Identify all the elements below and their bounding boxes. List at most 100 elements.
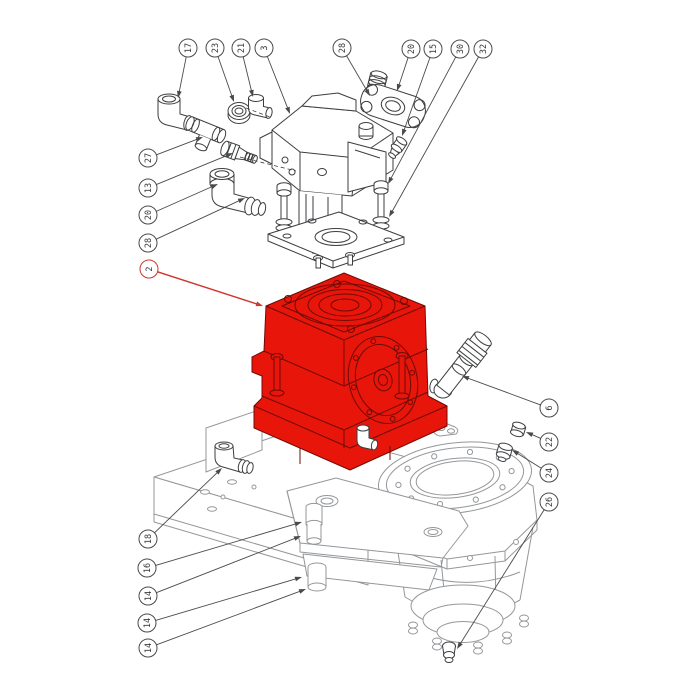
callout-number: 13 [144,183,154,193]
pump-mounting-plate [267,211,405,269]
leader-line [157,271,260,306]
leader-line [389,56,457,181]
callout-14[interactable]: 14 [137,576,302,633]
callout-balloon[interactable] [138,529,158,549]
callout-16[interactable]: 16 [137,521,302,578]
drain-plug-26 [442,641,456,663]
leader-line [178,56,187,95]
leader-arrowhead [396,83,402,91]
callout-number: 3 [260,45,270,50]
callout-balloon[interactable] [137,613,157,633]
leader-arrowhead [195,137,203,142]
leader-line [465,376,541,406]
callout-32[interactable]: 32 [389,39,493,217]
callout-balloon[interactable] [138,233,158,253]
highlighted-gearbox-housing[interactable] [251,272,448,471]
elbow-fitting-21 [248,94,273,119]
callout-number: 16 [143,563,153,573]
gearbox-body [396,526,534,655]
callout-number: 14 [143,618,153,628]
callout-23[interactable]: 23 [205,38,234,102]
leader-line [156,185,215,212]
leader-arrowhead [249,89,254,97]
callout-20[interactable]: 20 [138,184,218,225]
leader-arrowhead [294,576,302,582]
callout-balloon[interactable] [178,38,198,58]
callout-balloon[interactable] [539,492,559,512]
leader-arrowhead [457,641,463,649]
callout-balloon[interactable] [137,558,157,578]
callout-balloon[interactable] [138,148,158,168]
callout-21[interactable]: 21 [231,38,254,97]
callout-24[interactable]: 24 [512,450,559,483]
callout-number: 28 [338,43,348,53]
callout-3[interactable]: 3 [254,38,290,114]
callout-balloon[interactable] [539,463,559,483]
callout-26[interactable]: 26 [457,492,559,649]
leader-line [397,57,409,88]
leader-arrowhead [512,450,520,456]
drain-elbow-fitting [356,424,379,451]
callout-balloon[interactable] [423,39,443,59]
callout-6[interactable]: 6 [462,376,559,418]
callout-14[interactable]: 14 [138,589,306,658]
callout-number: 14 [144,643,154,653]
callout-balloon[interactable] [138,178,158,198]
callout-balloon[interactable] [401,39,421,59]
callout-number: 27 [144,153,154,163]
callout-20[interactable]: 20 [396,39,421,91]
callout-number: 24 [545,468,555,478]
callout-number: 20 [407,44,417,54]
callout-balloon[interactable] [254,38,274,58]
leader-arrowhead [210,184,218,190]
callout-2[interactable]: 2 [139,259,263,307]
callout-15[interactable]: 15 [402,39,443,136]
callout-27[interactable]: 27 [138,137,203,168]
callout-17[interactable]: 17 [177,38,198,98]
callout-28[interactable]: 28 [138,198,245,253]
callout-balloon[interactable] [138,638,158,658]
callout-number: 23 [211,43,221,53]
callout-balloon[interactable] [450,39,470,59]
leader-line [515,451,542,469]
housing-studs [269,352,410,400]
leader-line [155,199,242,240]
callout-balloon[interactable] [539,432,559,452]
leader-arrowhead [229,94,234,102]
leader-line [242,56,253,94]
callout-balloon[interactable] [473,39,493,59]
dashed-link [239,156,297,172]
callout-balloon[interactable] [138,586,158,606]
callout-number: 6 [545,405,555,410]
callout-18[interactable]: 18 [138,468,222,549]
leader-arrowhead [388,176,394,184]
nut-fitting-23 [227,102,251,124]
leader-line [156,537,298,594]
callout-balloon[interactable] [332,38,352,58]
callout-30[interactable]: 30 [388,39,470,184]
callout-22[interactable]: 22 [526,432,559,452]
callout-13[interactable]: 13 [138,153,233,198]
callout-balloon[interactable] [139,259,159,279]
leader-arrowhead [526,432,534,437]
callout-number: 26 [545,497,555,507]
callout-balloon[interactable] [231,38,251,58]
leader-line [155,577,299,621]
leader-line [402,57,431,133]
leader-arrowhead [285,106,290,114]
leader-arrowhead [177,90,182,98]
callout-14[interactable]: 14 [138,536,301,606]
callout-balloon[interactable] [539,398,559,418]
leader-line [156,138,200,156]
callout-balloon[interactable] [138,205,158,225]
callout-number: 21 [237,43,247,53]
leader-arrowhead [389,209,395,217]
callout-balloon[interactable] [205,38,225,58]
straight-adapter-13 [220,140,258,164]
fitting-24 [495,442,513,462]
leader-arrowhead [462,376,470,381]
leader-arrowhead [294,521,302,527]
leader-arrowhead [364,88,370,96]
callout-28[interactable]: 28 [332,38,370,96]
